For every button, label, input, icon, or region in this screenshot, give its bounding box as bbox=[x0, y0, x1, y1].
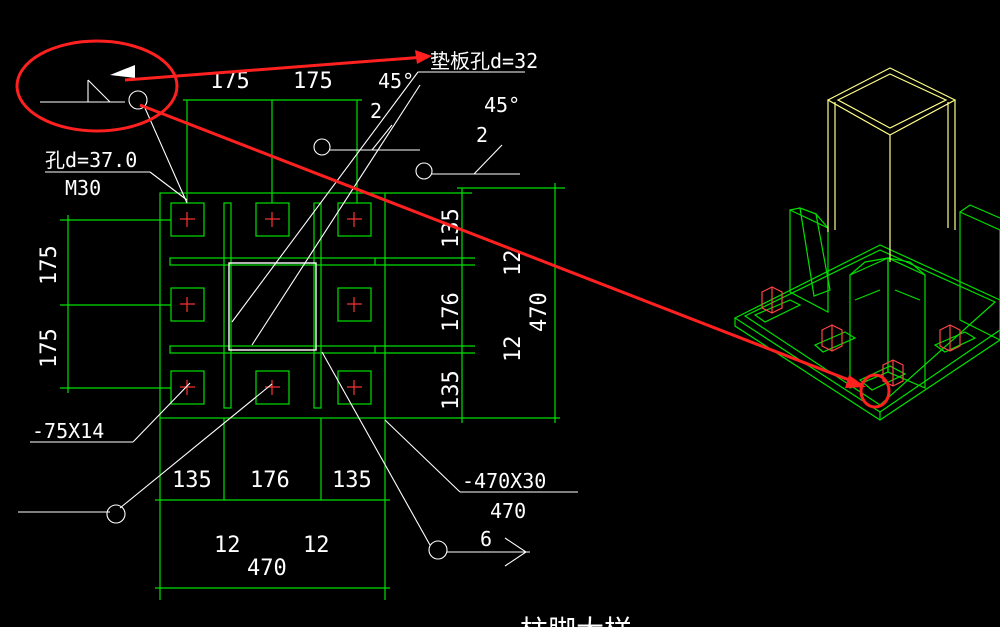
pointer-arrow-1 bbox=[124, 55, 426, 82]
plan-labels: 175 175 垫板孔d=32 45° 2 45° 2 孔d=37.0 M30 … bbox=[32, 49, 632, 627]
washer-hole-label: 垫板孔d=32 bbox=[430, 49, 538, 73]
bottom-gap-1: 12 bbox=[214, 533, 241, 558]
highlight-circle bbox=[859, 373, 891, 409]
bottom-gap-2: 12 bbox=[303, 533, 330, 558]
leader-lines bbox=[18, 71, 578, 567]
washer-plate-label: -75X14 bbox=[32, 419, 104, 443]
stiffener-h-bottom bbox=[169, 345, 376, 354]
bottom-dim-3: 135 bbox=[332, 468, 372, 493]
bottom-dim-2: 176 bbox=[250, 468, 290, 493]
base-plate-dim: 470 bbox=[490, 499, 526, 523]
top-dim-2: 175 bbox=[293, 69, 333, 94]
right-total: 470 bbox=[527, 292, 552, 332]
stiffener-h-top bbox=[169, 257, 376, 266]
weld-flag-icon bbox=[110, 65, 135, 78]
section-number: 6 bbox=[480, 527, 492, 551]
bolt-marks bbox=[180, 212, 362, 395]
base-plate-plan bbox=[60, 99, 565, 600]
bolt-size-label: M30 bbox=[65, 176, 101, 200]
stiffener-v-right bbox=[313, 202, 322, 409]
bottom-total: 470 bbox=[247, 556, 287, 581]
right-dim-2: 176 bbox=[439, 292, 464, 332]
red-annotations bbox=[15, 39, 891, 409]
left-dim-2: 175 bbox=[37, 328, 62, 368]
weld-size-1: 2 bbox=[370, 99, 382, 123]
right-dim-3: 135 bbox=[439, 370, 464, 410]
weld-size-2: 2 bbox=[476, 123, 488, 147]
column-outline bbox=[228, 262, 317, 351]
right-gap-2: 12 bbox=[501, 336, 526, 363]
hole-dia-label: 孔d=37.0 bbox=[45, 148, 137, 172]
highlight-ellipse bbox=[15, 39, 179, 133]
pointer-arrow-2 bbox=[139, 103, 863, 387]
bottom-dim-1: 135 bbox=[172, 468, 212, 493]
bottom-partial-label: 柱脚大样 bbox=[520, 614, 632, 627]
arrow-heads bbox=[415, 50, 866, 388]
stiffener-v-left bbox=[223, 202, 232, 409]
weld-angle-1: 45° bbox=[378, 69, 414, 93]
base-plate-label: -470X30 bbox=[462, 469, 546, 493]
left-dim-1: 175 bbox=[37, 245, 62, 285]
weld-angle-2: 45° bbox=[484, 93, 520, 117]
